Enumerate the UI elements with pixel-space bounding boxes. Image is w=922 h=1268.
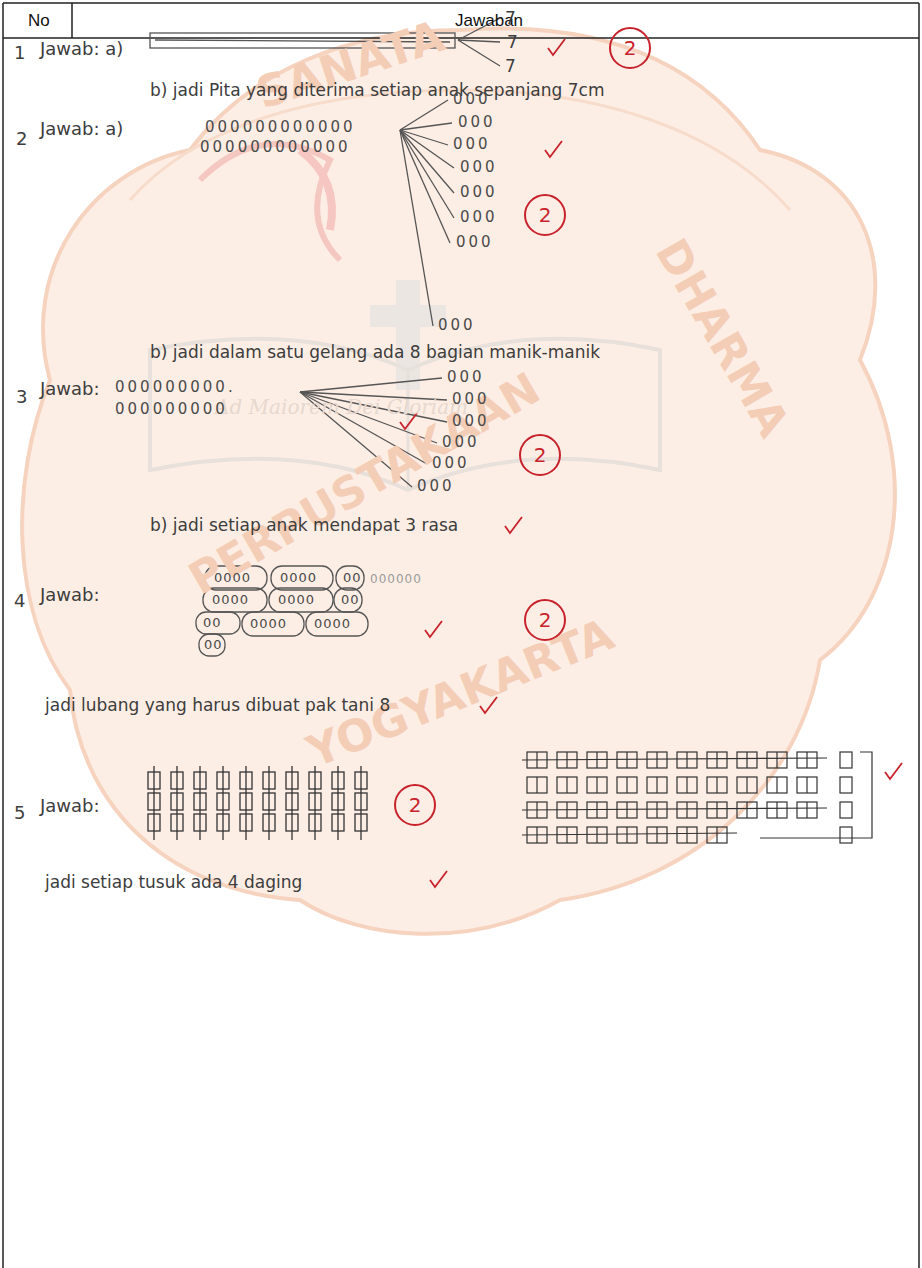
answer-text: Jawab:	[40, 584, 100, 606]
bead-group: 000	[458, 113, 496, 131]
bead-group: 000	[438, 316, 476, 334]
seed-group: 0000	[314, 616, 351, 632]
score: 2	[409, 795, 422, 815]
candy-row: 000000000	[115, 400, 228, 418]
question-number: 4	[14, 590, 25, 612]
answer-text: jadi setiap tusuk ada 4 daging	[45, 872, 302, 892]
question-number: 2	[16, 128, 27, 150]
score: 2	[624, 38, 637, 58]
part-length: 7	[507, 32, 518, 52]
seed-group: 00	[341, 592, 360, 608]
bead-group: 000	[453, 135, 491, 153]
answer-text: jadi lubang yang harus dibuat pak tani 8	[45, 695, 390, 715]
seed-group: 00	[203, 615, 222, 631]
bead-group: 000	[460, 158, 498, 176]
bead-row: 000000000000	[205, 118, 356, 136]
candy-group: 000	[447, 368, 485, 386]
answer-text: Jawab:	[40, 378, 100, 400]
candy-group: 000	[417, 477, 455, 495]
answer-text: b) jadi setiap anak mendapat 3 rasa	[150, 515, 458, 535]
candy-group: 000	[452, 412, 490, 430]
bead-group: 000	[453, 90, 491, 108]
seed-group: 0000	[278, 592, 315, 608]
seed-group: 0000	[280, 570, 317, 586]
bead-group: 000	[460, 208, 498, 226]
score-circle: 2	[524, 194, 566, 236]
candy-row: 000000000.	[115, 378, 236, 396]
seed-group: 00	[204, 637, 223, 653]
score-circle: 2	[519, 434, 561, 476]
question-number: 3	[16, 386, 27, 408]
bead-group: 000	[460, 183, 498, 201]
seed-group: 00	[343, 570, 362, 586]
column-header: No	[28, 11, 50, 31]
score: 2	[539, 205, 552, 225]
seed-group: 0000	[250, 616, 287, 632]
score-circle: 2	[524, 599, 566, 641]
part-length: 7	[505, 8, 516, 28]
seed-group: 000000	[370, 572, 422, 586]
bead-row: 000000000000	[200, 138, 351, 156]
score: 2	[534, 445, 547, 465]
answer-text: Jawab: a)	[40, 38, 123, 60]
score: 2	[539, 610, 552, 630]
answer-text: Jawab: a)	[40, 118, 123, 140]
answer-text: Jawab:	[40, 795, 100, 817]
seed-group: 0000	[214, 570, 251, 586]
score-circle: 2	[394, 784, 436, 826]
candy-group: 000	[442, 433, 480, 451]
candy-group: 000	[452, 390, 490, 408]
bead-group: 000	[456, 233, 494, 251]
answer-text: b) jadi Pita yang diterima setiap anak s…	[150, 80, 604, 100]
answer-text: b) jadi dalam satu gelang ada 8 bagian m…	[150, 342, 600, 362]
seed-group: 0000	[212, 592, 249, 608]
score-circle: 2	[609, 27, 651, 69]
part-length: 7	[505, 56, 516, 76]
candy-group: 000	[432, 454, 470, 472]
question-number: 5	[14, 802, 25, 824]
question-number: 1	[14, 42, 25, 64]
watermark-motto: Ad Maiorem Dei Gloriam	[215, 395, 468, 419]
